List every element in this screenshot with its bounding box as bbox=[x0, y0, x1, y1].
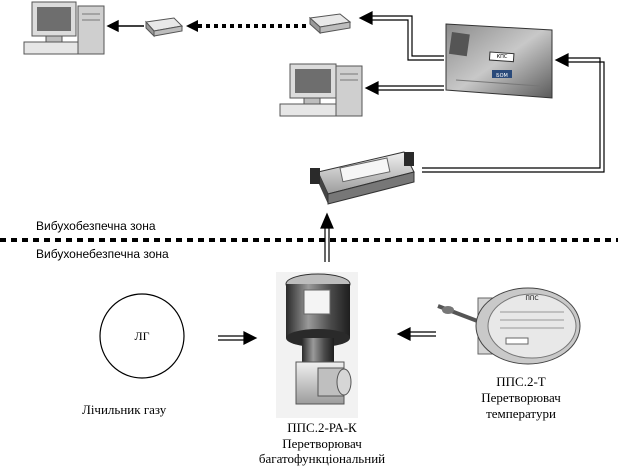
multifunction-converter-line1: Перетворювач bbox=[282, 436, 362, 451]
computer-icon bbox=[23, 1, 105, 55]
temperature-converter-code: ППС.2-Т bbox=[496, 374, 546, 389]
temperature-converter-line1: Перетворювач bbox=[481, 390, 561, 405]
link-arrow bbox=[364, 81, 444, 95]
multifunction-converter-code: ППС.2-РА-К bbox=[287, 420, 357, 435]
controller-badge-label: БОМ bbox=[496, 73, 508, 79]
link-arrow bbox=[396, 327, 436, 341]
computer-icon bbox=[279, 63, 363, 117]
link-arrow bbox=[422, 53, 605, 173]
gas-meter-caption: Лічильник газу bbox=[82, 402, 167, 417]
link-arrow bbox=[320, 212, 334, 262]
link-arrow bbox=[358, 11, 444, 61]
controller-plate-label: КПС bbox=[497, 54, 508, 60]
barrier-device bbox=[310, 151, 415, 205]
link-arrow bbox=[106, 19, 144, 33]
controller-device: КПС БОМ bbox=[445, 23, 553, 99]
gas-meter-symbol: ЛГ bbox=[134, 329, 149, 343]
link-arrow bbox=[218, 331, 258, 345]
multifunction-converter-device bbox=[276, 272, 358, 418]
gas-meter: ЛГ bbox=[99, 293, 185, 379]
modem-icon bbox=[145, 17, 184, 38]
dotted-link-arrow bbox=[186, 20, 306, 32]
hazardous-zone-label: Вибухонебезпечна зона bbox=[36, 247, 169, 261]
temperature-body-label: ППС bbox=[525, 295, 538, 302]
multifunction-converter-line2: багатофункціональний bbox=[258, 451, 386, 466]
modem-icon bbox=[308, 13, 352, 35]
temperature-converter-line2: температури bbox=[486, 406, 556, 421]
temperature-converter-device: ППС bbox=[437, 287, 581, 365]
safe-zone-label: Вибухобезпечна зона bbox=[36, 219, 156, 233]
